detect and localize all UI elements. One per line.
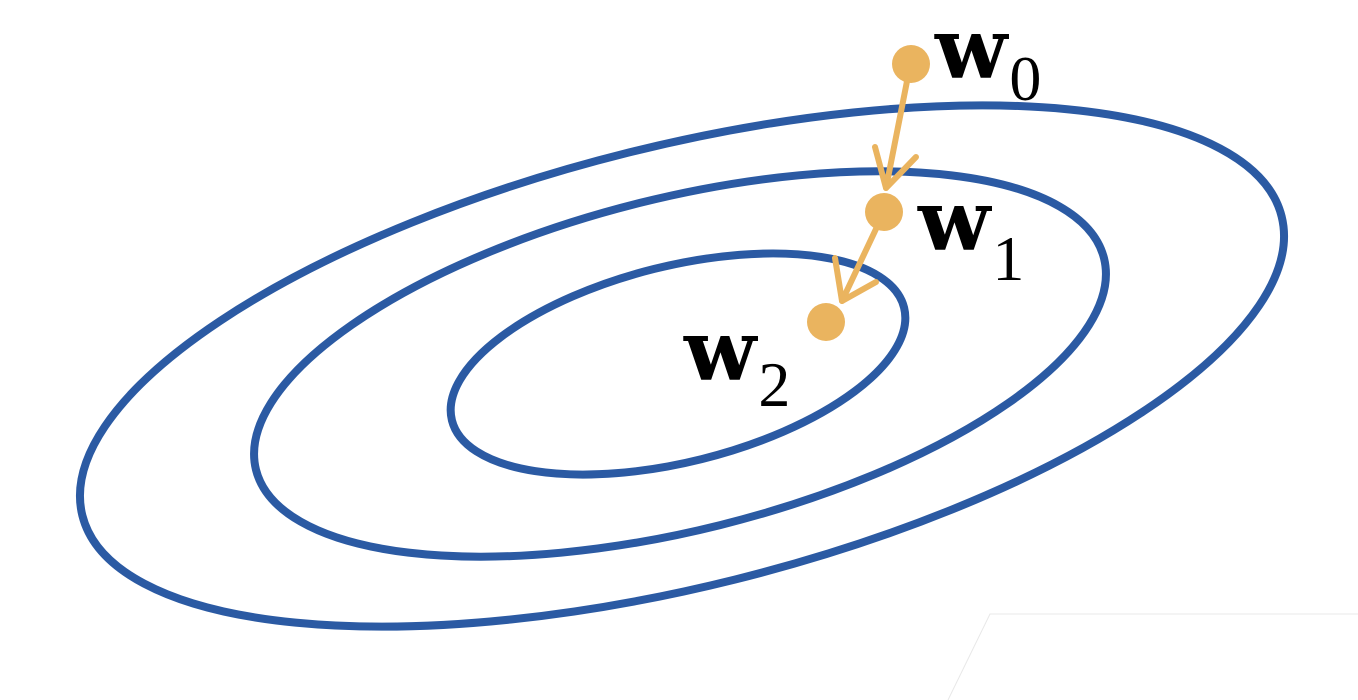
label-w0-symbol: w [934, 0, 1009, 98]
label-w1-symbol: w [917, 171, 992, 270]
outer-contour [75, 101, 1289, 631]
label-w0-subscript: 0 [1009, 43, 1041, 114]
label-w2: w2 [683, 301, 790, 420]
iterate-point-w0 [892, 45, 930, 83]
arrow-head-1 [832, 255, 879, 304]
label-w2-subscript: 2 [758, 349, 790, 420]
step-arrow-0 [883, 63, 913, 191]
label-w1: w1 [917, 171, 1024, 294]
label-w1-subscript: 1 [992, 223, 1024, 294]
label-w2-symbol: w [683, 301, 758, 400]
iterate-point-w1 [865, 193, 903, 231]
middle-contour [250, 167, 1110, 561]
inner-contour [446, 249, 910, 479]
arrow-head-0 [872, 144, 919, 191]
iterate-point-w2 [807, 303, 845, 341]
corner-outline [947, 613, 1358, 700]
label-w0: w0 [934, 0, 1041, 114]
